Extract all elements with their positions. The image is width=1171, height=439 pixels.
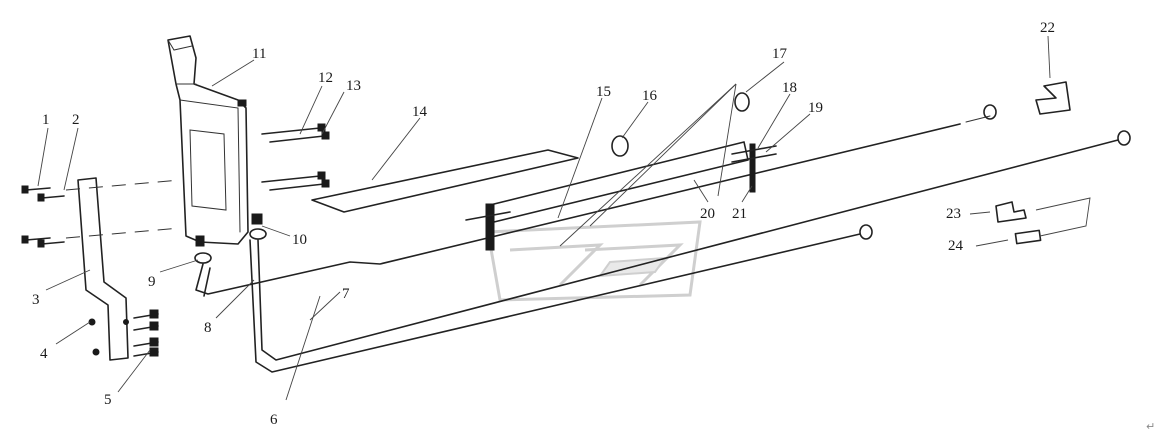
callout-16: 16 xyxy=(642,88,658,104)
callout-17: 17 xyxy=(772,46,788,62)
heat-shield-plate xyxy=(311,149,579,213)
fuel-tank xyxy=(167,35,249,247)
mounting-bracket xyxy=(77,177,129,361)
callout-13: 13 xyxy=(346,78,361,94)
callout-4: 4 xyxy=(40,346,48,362)
callout-5: 5 xyxy=(104,392,112,408)
clamp-rail xyxy=(465,92,750,251)
bolts-upper-left xyxy=(21,179,181,248)
callout-12: 12 xyxy=(318,70,333,86)
paragraph-mark: ↵ xyxy=(1146,420,1155,433)
callout-23: 23 xyxy=(946,206,961,222)
bracket-right xyxy=(731,143,777,193)
bolts-lower xyxy=(133,309,159,357)
callout-3: 3 xyxy=(32,292,40,308)
bolts-tank-mount xyxy=(261,123,330,191)
callout-10: 10 xyxy=(292,232,307,248)
tank-fittings xyxy=(194,213,267,264)
callout-22: 22 xyxy=(1040,20,1055,36)
callout-24: 24 xyxy=(948,238,964,254)
fuel-lines xyxy=(195,104,1131,373)
callout-labels: 1 2 3 4 5 6 7 8 9 10 11 12 13 14 15 16 1… xyxy=(32,20,1055,428)
callout-19: 19 xyxy=(808,100,823,116)
callout-18: 18 xyxy=(782,80,797,96)
callout-20: 20 xyxy=(700,206,715,222)
callout-9: 9 xyxy=(148,274,156,290)
callout-7: 7 xyxy=(342,286,350,302)
callout-2: 2 xyxy=(72,112,80,128)
callout-15: 15 xyxy=(596,84,611,100)
hose-elbow xyxy=(1035,81,1071,115)
callout-6: 6 xyxy=(270,412,278,428)
callout-8: 8 xyxy=(204,320,212,336)
leader-lines xyxy=(37,35,1051,401)
watermark-logo xyxy=(486,220,702,302)
callout-14: 14 xyxy=(412,104,428,120)
callout-21: 21 xyxy=(732,206,747,222)
callout-11: 11 xyxy=(252,46,266,62)
hose-segments xyxy=(995,197,1091,245)
callout-1: 1 xyxy=(42,112,50,128)
